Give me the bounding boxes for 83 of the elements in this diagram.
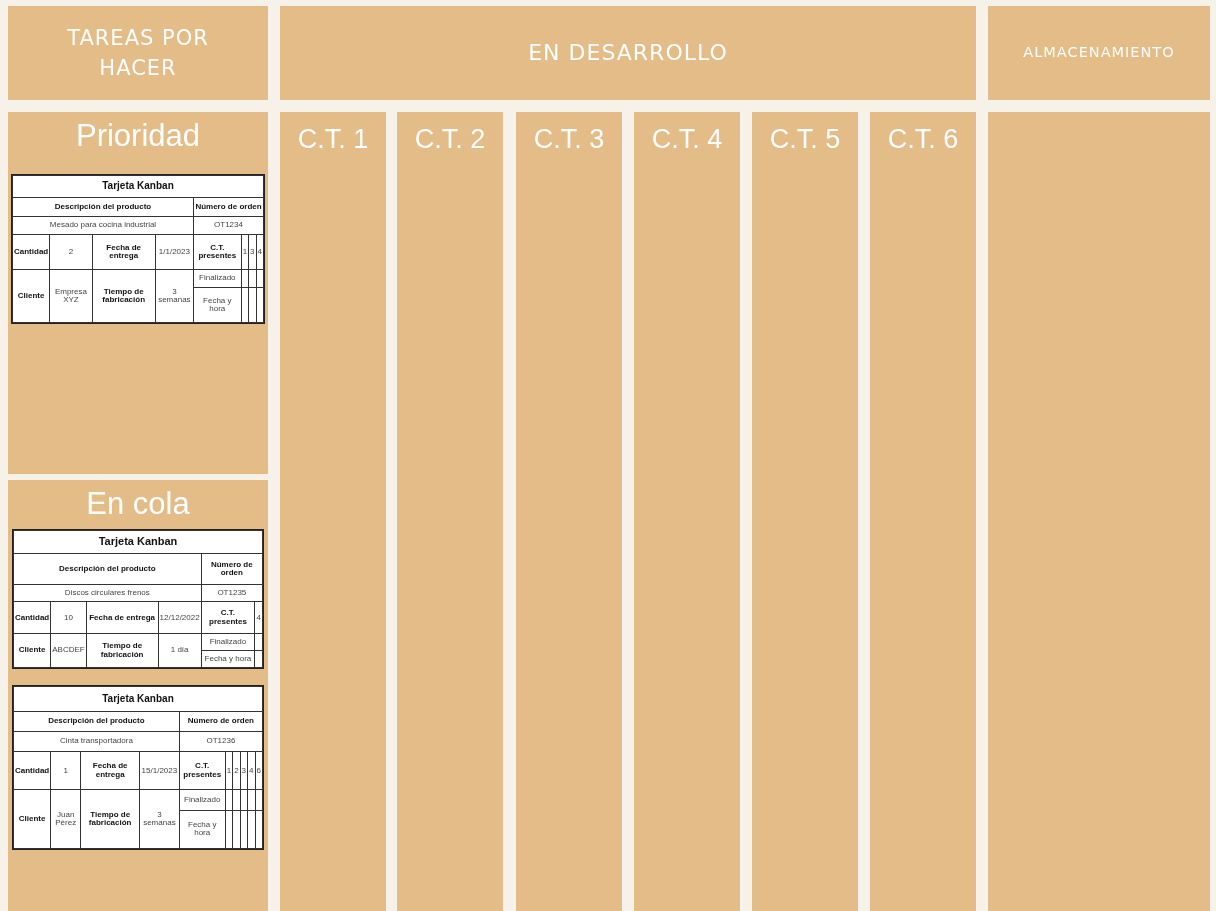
table-cell: Finalizado [179,789,226,811]
column-title: En cola [85,485,191,522]
column-title: C.T. 5 [768,123,842,155]
table-cell: Cantidad [12,234,50,270]
table-cell: Finalizado [193,269,242,288]
header-title: ALMACENAMIENTO [1022,43,1176,63]
board-column [870,112,976,911]
table-cell: Fecha y hora [193,287,242,323]
board-column [516,112,622,911]
table-cell: Juan Pérez [50,789,81,849]
kanban-card [12,529,264,669]
table-cell: Fecha de entrega [92,234,156,270]
table-cell: 3 semanas [155,269,194,323]
table-cell: 15/1/2023 [139,751,180,790]
board-column [8,112,268,474]
table-cell: 12/12/2022 [158,601,202,634]
table-cell: Tiempo de fabricación [92,269,156,323]
table-cell: Tarjeta Kanban [13,686,263,712]
table-cell: 1 [241,234,249,270]
column-title: C.T. 1 [296,123,370,155]
board-column [634,112,740,911]
board-column [988,112,1210,911]
column-header [988,6,1210,100]
column-title: C.T. 6 [886,123,960,155]
table-cell: Cinta transportadora [13,731,180,752]
table-cell: Descripción del producto [13,553,202,585]
table-cell: 4 [247,751,255,790]
table-cell: 10 [50,601,87,634]
board-column [397,112,503,911]
table-cell: 2 [232,751,241,790]
table-cell: Descripción del producto [13,711,180,732]
column-header [8,6,268,100]
board-column [752,112,858,911]
table-cell: Cantidad [13,601,51,634]
table-cell: Finalizado [201,633,255,651]
table-cell: 1 [225,751,233,790]
table-cell: 3 semanas [139,789,180,849]
table-cell: 2 [49,234,93,270]
kanban-card [12,685,264,850]
table-cell: Empresa XYZ [49,269,93,323]
header-title: EN DESARROLLO [527,39,729,68]
table-cell: Tiempo de fabricación [80,789,140,849]
table-cell: C.T. presentes [193,234,242,270]
table-cell: ABCDEF [50,633,87,668]
kanban-card [11,174,265,324]
table-cell: OT1234 [193,216,264,235]
table-cell: 1 día [158,633,202,668]
table-cell: 4 [256,234,264,270]
table-cell: 3 [240,751,248,790]
table-cell: Cliente [13,633,51,668]
table-cell: Tiempo de fabricación [86,633,159,668]
table-cell: Cliente [13,789,51,849]
table-cell: Fecha de entrega [80,751,140,790]
table-cell: 6 [255,751,263,790]
table-cell: Descripción del producto [12,197,194,217]
table-cell: Mesado para cocina industrial [12,216,194,235]
table-cell: OT1236 [179,731,263,752]
column-title: C.T. 3 [532,123,606,155]
table-cell: Cantidad [13,751,51,790]
table-cell: Número de orden [179,711,263,732]
table-cell: 3 [248,234,257,270]
header-title: TAREAS POR HACER [66,24,210,82]
table-cell: Tarjeta Kanban [13,530,263,554]
board-column [280,112,386,911]
table-cell: 4 [254,601,263,634]
board-column [8,480,268,911]
column-title: Prioridad [74,117,202,154]
table-cell: Fecha y hora [201,650,255,668]
column-title: C.T. 2 [413,123,487,155]
table-cell: Cliente [12,269,50,323]
table-cell: Tarjeta Kanban [12,175,264,198]
table-cell: 1 [50,751,81,790]
table-cell: Fecha y hora [179,810,226,849]
table-cell: Discos circulares frenos [13,584,202,602]
table-cell: Número de orden [201,553,263,585]
table-cell: Fecha de entrega [86,601,159,634]
table-cell: 1/1/2023 [155,234,194,270]
table-cell: C.T. presentes [201,601,255,634]
column-title: C.T. 4 [650,123,724,155]
column-header [280,6,976,100]
table-cell: OT1235 [201,584,263,602]
table-cell: C.T. presentes [179,751,226,790]
table-cell: Número de orden [193,197,264,217]
